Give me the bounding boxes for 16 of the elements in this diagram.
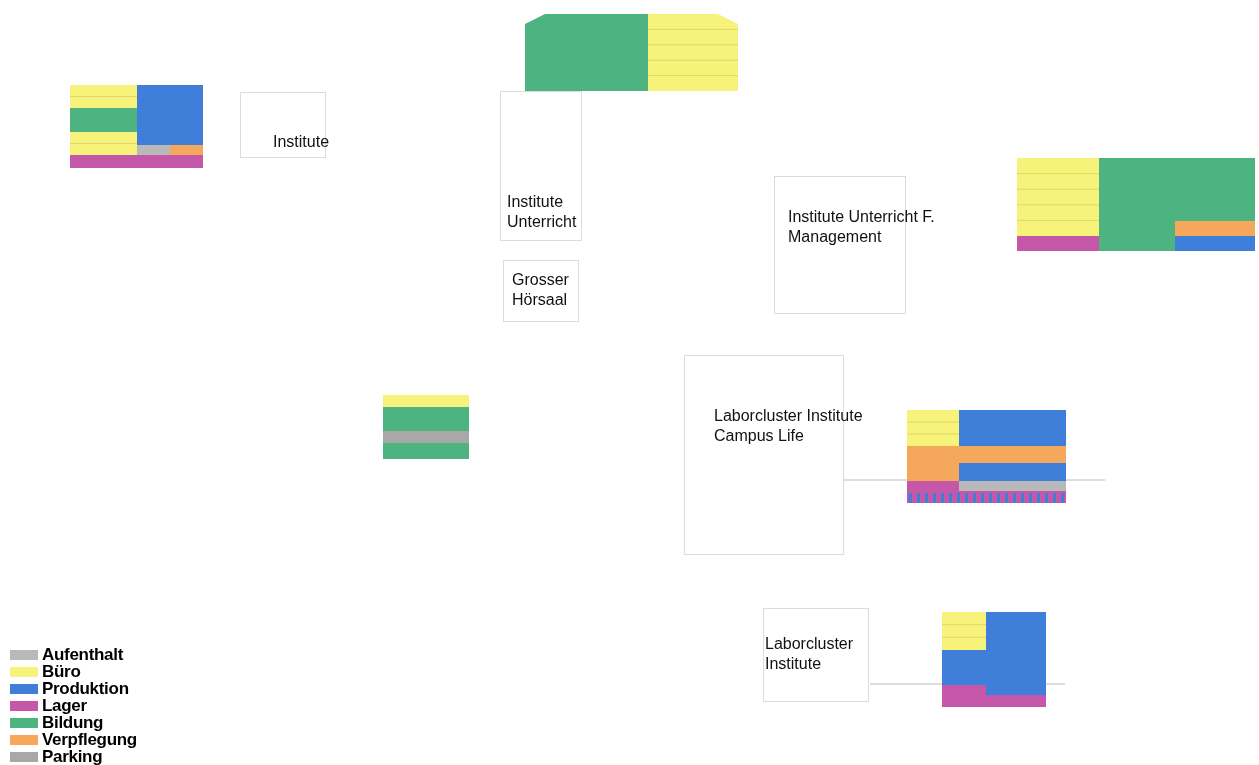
space-label: Grosser Hörsaal <box>512 270 570 309</box>
space-label: Institute Unterricht F. Management <box>788 207 936 246</box>
text-box <box>763 608 869 702</box>
legend-label: Aufenthalt <box>42 646 124 663</box>
space-label: Institute Unterricht <box>507 192 578 231</box>
legend-label: Büro <box>42 663 81 680</box>
legend-label: Bildung <box>42 714 104 731</box>
text-box <box>500 91 582 241</box>
legend-label: Lager <box>42 697 87 714</box>
legend-label: Verpflegung <box>42 731 137 748</box>
text-box <box>503 260 579 322</box>
legend-label: Produktion <box>42 680 129 697</box>
space-label: Laborcluster Institute Campus Life <box>714 406 864 445</box>
legend-label: Parking <box>42 748 103 765</box>
space-label: Institute <box>273 132 331 152</box>
space-label: Laborcluster Institute <box>765 634 855 673</box>
